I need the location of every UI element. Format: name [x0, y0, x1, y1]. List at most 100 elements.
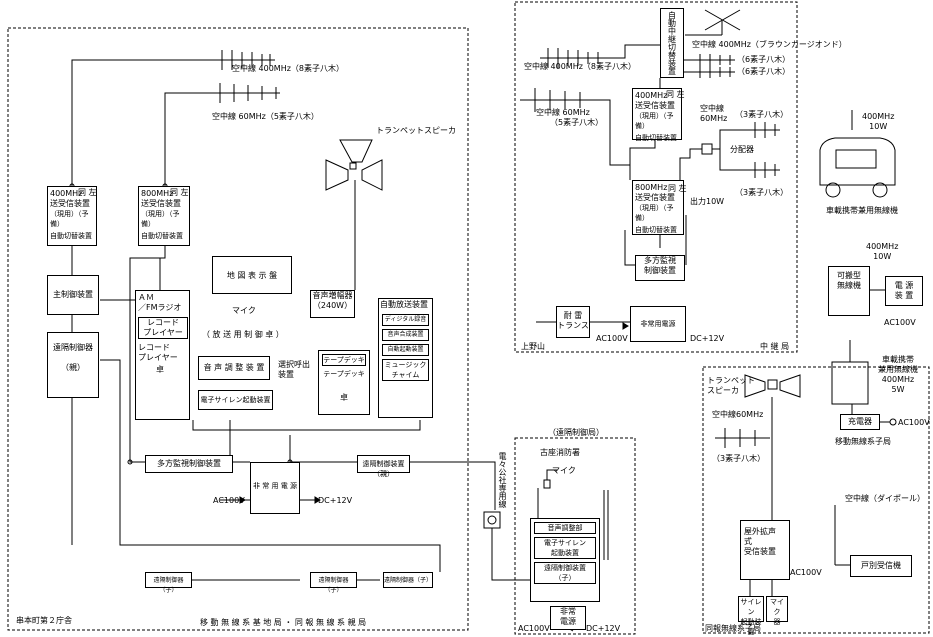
outdoor-trumpet-line1: トランペット: [707, 376, 755, 385]
outdoor-caption: 同報無線系子局: [705, 624, 761, 633]
am-fm-line1: ＡＭ: [138, 293, 154, 302]
rx400-line3: （現用）（予備）: [50, 210, 89, 228]
auto-item-2: 音声合成装置: [382, 329, 429, 341]
rx800-line1: 800MHz: [141, 189, 174, 198]
trumpet-speaker-main: [325, 139, 383, 290]
auto-item-3: 自動起動装置: [382, 344, 429, 356]
remote-station-boundary: [514, 437, 636, 635]
record-player-1: レコード プレイヤー: [138, 317, 188, 339]
relay-three-elem-2: （3素子八木）: [735, 188, 789, 197]
handheld-line4: 5W: [891, 385, 905, 394]
outdoor-receiver-line2: 式: [744, 537, 752, 546]
portable-freq: 400MHz 10W: [866, 242, 898, 262]
relay-multi-monitor: 多方監視 制御装置: [635, 255, 685, 281]
remote-power-line1: 非常: [560, 607, 576, 616]
remote-child-line1: 遠隔制御装置: [544, 564, 586, 572]
amp-line2: （240W）: [312, 301, 353, 310]
record-player-2: レコード プレイヤー: [136, 341, 189, 365]
mobile-caption: 移動無線系子局: [835, 437, 891, 446]
relay-footer-left: 上野山: [521, 342, 545, 351]
multi-monitor-main: 多方監視制御装置: [145, 455, 233, 473]
rx400-box: 400MHz 送受信装置 （現用）（予備） 自動切替装置: [47, 186, 97, 246]
select-output-line2: 装置: [278, 370, 294, 379]
rp1-line1: レコード: [147, 318, 179, 327]
mobile-ac100: AC100V: [884, 318, 916, 327]
relay-rx800-line3: （現用）（予備）: [635, 204, 674, 222]
six-elem-a: [690, 54, 735, 66]
relay-auto-switch-label: 自動中継切替装置: [667, 11, 677, 75]
outdoor-siren-line1: サイレン: [740, 598, 762, 616]
amp-line1: 音声増幅器: [312, 291, 353, 300]
music-chime-line2: チャイム: [391, 371, 420, 379]
relay-mm-line1: 多方監視: [644, 256, 676, 265]
relay-lightning-line1: 耐 雷: [563, 311, 583, 320]
tape-deck-1: テープデッキ: [322, 354, 366, 366]
music-chime: ミュージック チャイム: [382, 359, 429, 381]
am-fm-line2: ／FMラジオ: [138, 303, 182, 312]
portable-freq-line2: 10W: [873, 252, 892, 261]
relay-rx800-box: 800MHz 送受信装置 （現用）（予備） 自動切替装置: [632, 180, 684, 235]
car-freq-line1: 400MHz: [862, 112, 895, 121]
relay-six-elem-2: （6素子八木）: [737, 67, 791, 76]
portable-line2: 無線機: [837, 281, 861, 290]
rx800-line2: 送受信装置: [141, 199, 181, 208]
remote-control-parent-device: 遠隔制御装置（親）: [357, 455, 410, 478]
remote-mic: マイク: [552, 466, 576, 475]
rx800-side: 同 左: [170, 188, 189, 197]
relay-antenna-60b-line2: 60MHz: [700, 114, 728, 123]
amp-box: 音声増幅器 （240W）: [310, 290, 355, 318]
outdoor-mic-amp: マイク 器: [766, 596, 788, 626]
console-title: （ 放 送 用 制 御 卓 ）: [202, 330, 284, 339]
relay-six-elem-1: （6素子八木）: [737, 55, 791, 64]
handheld-line2: 兼用無線機: [878, 365, 918, 374]
rx400-side: 同 左: [78, 188, 97, 197]
relay-antenna-60-line2: （5素子八木）: [550, 118, 604, 127]
remote-power-line2: 電源: [560, 617, 576, 626]
relay-rx400-box: 400MHz 送受信装置 （現用）（予備） 自動切替装置: [632, 88, 682, 142]
auto-broadcast-title: 自動放送装置: [380, 300, 428, 309]
remote-audio: 音声調整部: [534, 522, 596, 534]
yagi-60-outdoor: [715, 428, 770, 448]
remote-control-line1: 遠隔制御器: [53, 343, 93, 352]
handheld-line1: 車載携帯: [882, 355, 914, 364]
relay-auto-switch-box: 自動中継切替装置: [660, 8, 684, 78]
brown-antenna: [704, 9, 741, 35]
six-elem-b: [690, 66, 735, 78]
relay-antenna-400: 空中線 400MHz（8素子八木）: [524, 62, 637, 71]
desk-label-1: 卓: [156, 365, 164, 374]
tape-deck-2: テープデッキ: [323, 370, 365, 378]
main-ac100: AC100V: [213, 496, 245, 505]
remote-ac100: AC100V: [518, 624, 550, 633]
main-station-boundary: [7, 27, 469, 631]
player-desk: ＡＭ ／FMラジオ レコード プレイヤー レコード プレイヤー 卓: [135, 290, 190, 420]
remote-child-line2: （子）: [554, 574, 576, 582]
rx400-line2: 送受信装置: [50, 199, 90, 208]
child-remote-1: 遠隔制御器（子）: [145, 572, 192, 594]
power-unit-line2: 装 置: [894, 291, 914, 300]
outdoor-siren: サイレン 起動装置: [738, 596, 764, 636]
outdoor-antenna-type: （3素子八木）: [712, 454, 766, 463]
remote-siren-line2: 起動装置: [551, 549, 579, 557]
three-elem-a: [745, 122, 780, 138]
outdoor-receiver-line1: 屋外拡声: [744, 527, 776, 536]
main-control-box: 主制御装置: [47, 275, 99, 315]
relay-dc12: DC+12V: [690, 334, 725, 343]
outdoor-receiver-line3: 受信装置: [744, 547, 776, 556]
remote-console: 音声調整部 電子サイレン 起動装置 遠隔制御装置 （子）: [530, 518, 600, 602]
child-remote-3: 遠隔制御器（子）: [383, 572, 433, 588]
yagi-60-main: [210, 83, 280, 103]
relay-rx800-side: 同 左: [668, 184, 687, 193]
car-caption: 車載携帯兼用無線機: [826, 206, 898, 215]
remote-control-parent-box: 遠隔制御器 （親）: [47, 332, 99, 398]
outdoor-ac100: AC100V: [790, 568, 822, 577]
rx800-box: 800MHz 送受信装置 （現用）（予備） 自動切替装置: [138, 186, 190, 246]
relay-auto-switch-b: 自動切替装置: [635, 226, 677, 234]
portable-line1: 可搬型: [837, 271, 861, 280]
map-display: 地 図 表 示 盤: [212, 256, 292, 294]
select-output-line1: 選択呼出: [278, 360, 310, 369]
remote-dc12: DC+12V: [586, 624, 621, 633]
three-elem-b: [745, 162, 780, 178]
power-unit: 電 源 装 置: [885, 276, 923, 306]
yagi-60-relay: [520, 88, 600, 112]
remote-station-location: 古座消防署: [540, 448, 580, 457]
